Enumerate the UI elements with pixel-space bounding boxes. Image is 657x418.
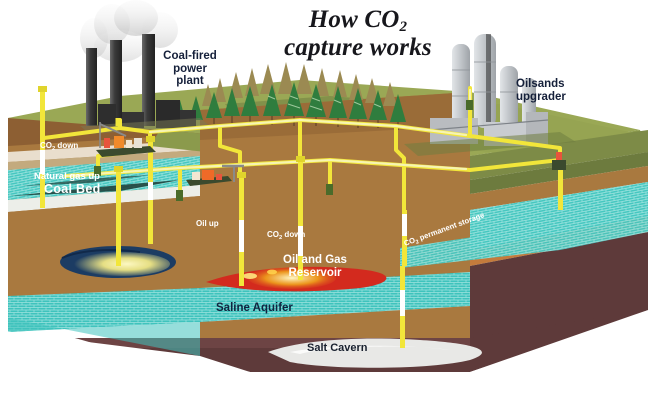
page-title: How CO2 capture works [258, 6, 458, 62]
label-salt-cavern: Salt Cavern [307, 342, 368, 354]
label-line: upgrader [516, 90, 566, 103]
title-line-2: capture works [284, 34, 432, 61]
title-line-1: How CO2 [308, 6, 408, 35]
oil-and-gas-reservoir-lens [206, 266, 387, 292]
injection-and-production-wells [38, 86, 563, 348]
wellhead-platform-left [96, 122, 156, 157]
label-oil-and-gas-reservoir: Oil and Gas Reservoir [272, 254, 358, 280]
label-co2-down-coalbed: CO2 down [40, 141, 79, 152]
page-background-mask [0, 330, 250, 418]
oilsands-upgrader [404, 34, 576, 156]
label-line: power [173, 62, 207, 75]
label-line: Reservoir [288, 267, 342, 280]
label-co2-down-reservoir: CO2 down [267, 230, 306, 241]
label-oilsands-upgrader: Oilsands upgrader [516, 78, 600, 103]
label-natural-gas-up: Natural gas up [34, 171, 100, 182]
label-line: Coal-fired [163, 50, 217, 62]
wellhead-platform-right [552, 152, 566, 170]
saline-aquifer-right [400, 212, 648, 268]
label-coal-bed: Coal Bed [44, 182, 101, 196]
wellhead-platform-center [186, 164, 244, 186]
page-background-mask-2 [200, 312, 657, 418]
label-oil-up: Oil up [196, 219, 219, 228]
coal-fired-power-plant [80, 0, 210, 134]
label-line: Oil and Gas [283, 254, 347, 266]
pipeline-valve-markers [94, 100, 473, 201]
smoke-plume [80, 0, 178, 62]
label-saline-aquifer: Saline Aquifer [216, 302, 293, 314]
label-line: plant [176, 75, 204, 88]
label-line: Oilsands [516, 78, 565, 90]
label-coal-fired-power-plant: Coal-fired power plant [148, 50, 232, 88]
